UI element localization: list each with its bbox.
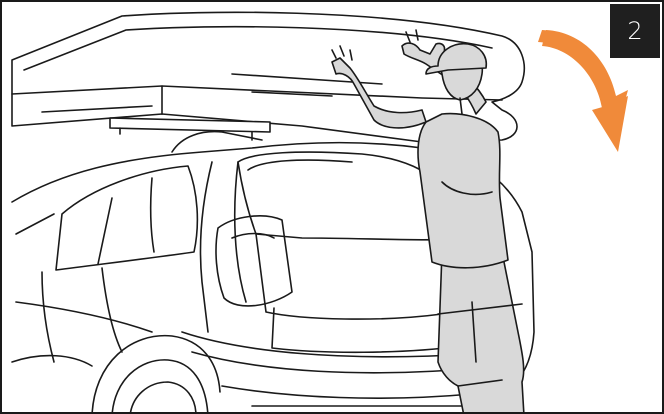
step-number-badge: 2 [610, 4, 660, 58]
